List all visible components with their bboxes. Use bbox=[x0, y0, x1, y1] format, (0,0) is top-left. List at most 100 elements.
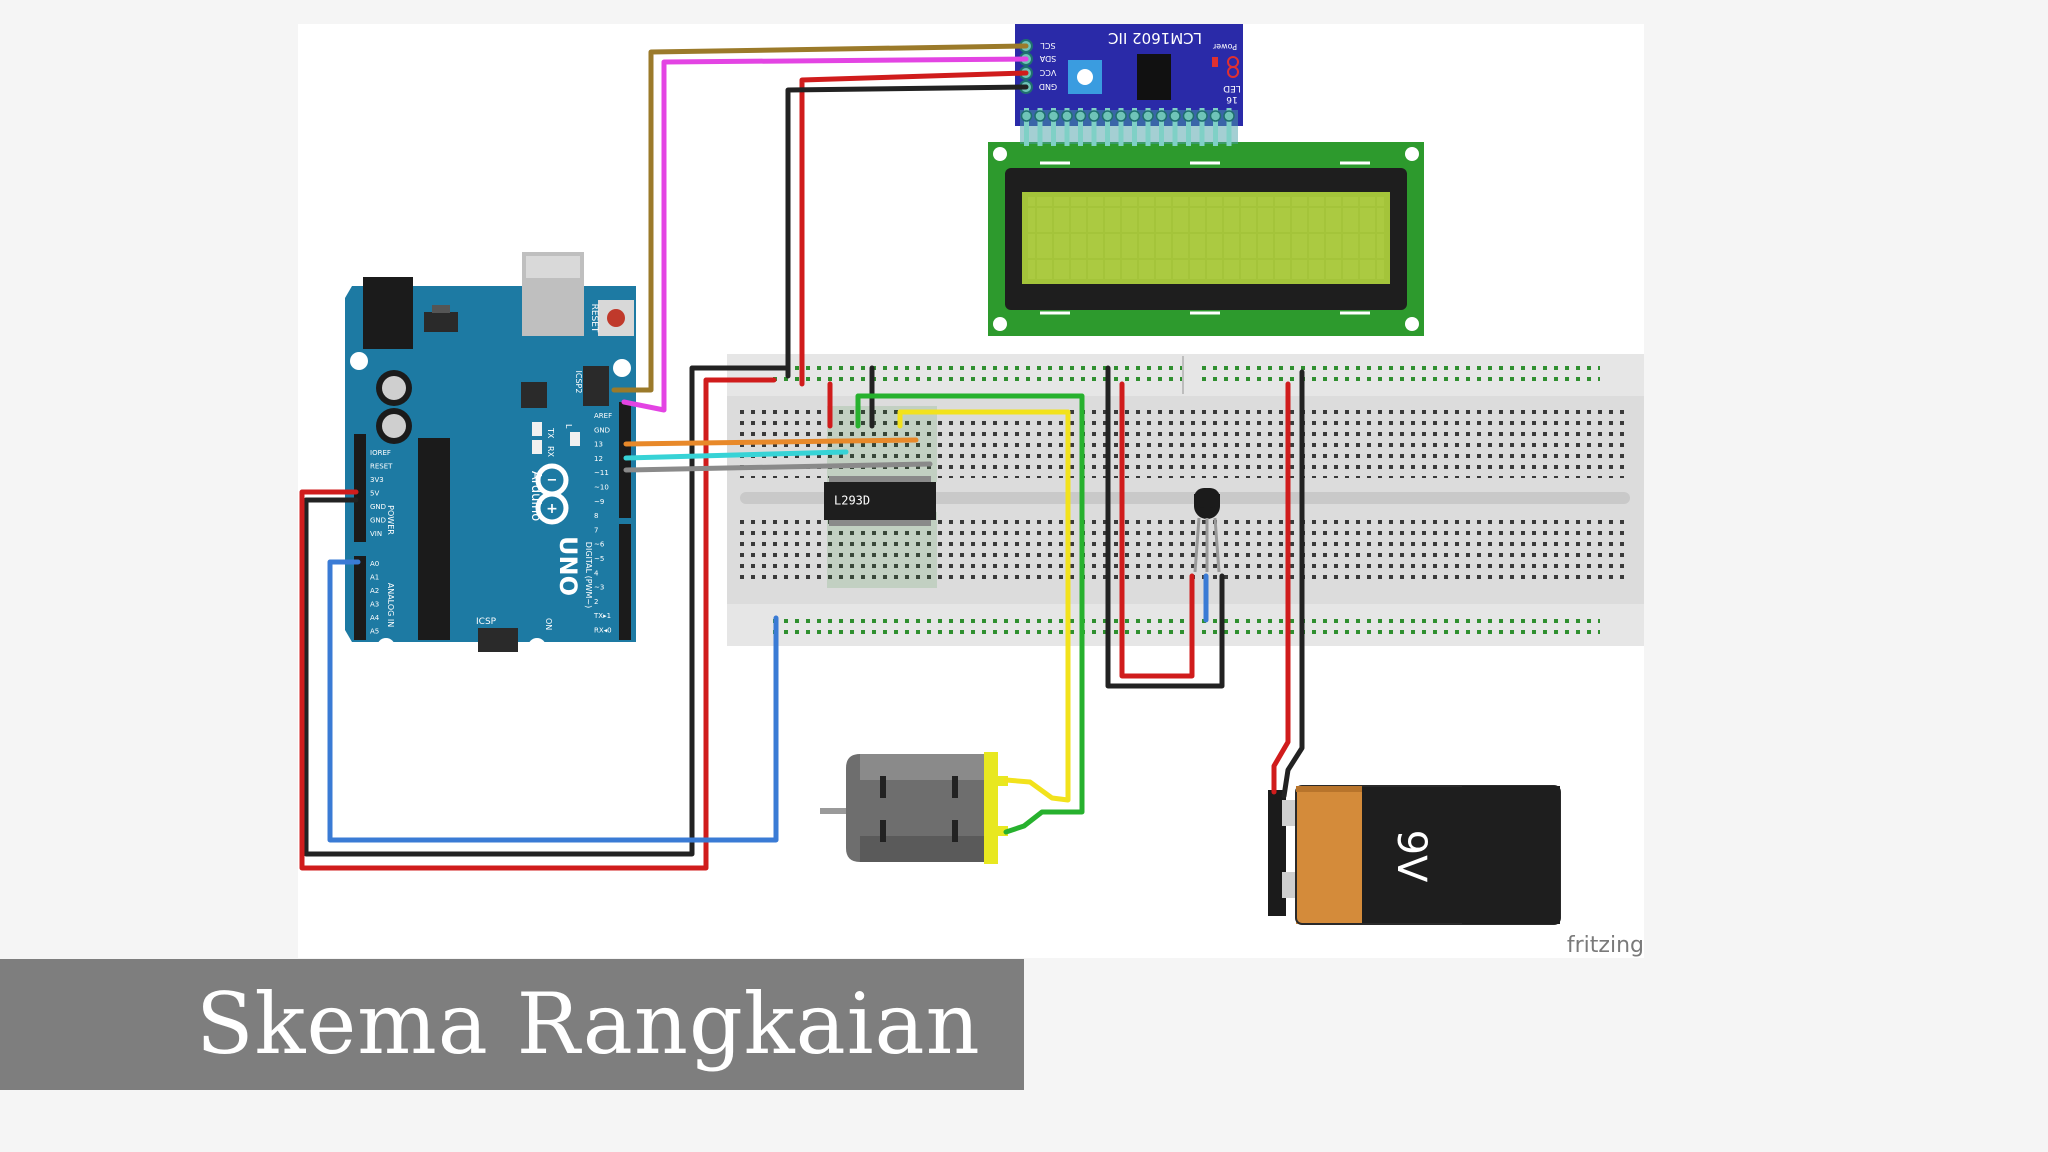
pin-label: VIN bbox=[370, 530, 382, 538]
i2c-header-pin bbox=[1078, 108, 1083, 146]
pin-label: ~11 bbox=[594, 469, 609, 477]
pin-label: RX◂0 bbox=[594, 627, 612, 635]
i2c-header-pad bbox=[1074, 110, 1087, 122]
pin-label: 5V bbox=[370, 490, 379, 498]
i2c-header-pin bbox=[1199, 108, 1205, 146]
pin-label: A5 bbox=[370, 628, 379, 636]
top-rail-holes bbox=[770, 362, 1190, 386]
svg-text:+: + bbox=[546, 501, 558, 517]
i2c-header-pin bbox=[1172, 108, 1178, 146]
pin-label: GND bbox=[370, 503, 386, 511]
icsp2-header bbox=[583, 366, 609, 406]
wire-sda bbox=[621, 56, 1029, 413]
tx-label: TX bbox=[546, 427, 555, 439]
i2c-header-pin bbox=[1145, 108, 1151, 146]
wire-5v-main bbox=[299, 377, 777, 871]
lcd-display bbox=[988, 142, 1424, 336]
i2c-header-pad bbox=[1034, 110, 1046, 122]
bottom-rail-holes-right bbox=[1200, 613, 1600, 637]
power-pin-labels: IOREF RESET 3V3 5V GND GND VIN bbox=[370, 449, 393, 538]
pin-label: ~10 bbox=[594, 484, 609, 492]
svg-text:GND: GND bbox=[1039, 82, 1057, 91]
svg-text:SDA: SDA bbox=[1039, 54, 1056, 63]
pin-label: 4 bbox=[594, 569, 599, 577]
i2c-header-pad bbox=[1101, 110, 1114, 122]
arduino-brand: Arduino bbox=[528, 471, 543, 521]
battery-9v: 9V bbox=[1268, 785, 1561, 925]
rx-label: RX bbox=[546, 446, 555, 458]
pin-label: IOREF bbox=[370, 449, 391, 457]
svg-text:VCC: VCC bbox=[1039, 68, 1056, 77]
icsp-header bbox=[478, 628, 518, 652]
wire-vcc bbox=[799, 70, 1029, 387]
wire-scl bbox=[611, 43, 1029, 393]
pin-label: 2 bbox=[594, 598, 598, 606]
i2c-header-pad bbox=[1128, 110, 1141, 122]
wire-battery-red bbox=[1271, 381, 1291, 795]
wire-sensor-red bbox=[1119, 381, 1195, 679]
pin-label: GND bbox=[370, 517, 386, 525]
slide-title: Skema Rangkaian bbox=[196, 975, 981, 1073]
i2c-chip bbox=[1137, 54, 1171, 100]
wire-a0 bbox=[327, 559, 779, 843]
pin-label: A4 bbox=[370, 614, 380, 622]
arduino-logo: − + bbox=[535, 463, 569, 525]
pin-label: A3 bbox=[370, 601, 379, 609]
pin-label: ~6 bbox=[594, 541, 605, 549]
l293d-driver: L293D bbox=[824, 476, 936, 526]
top-rail-holes-right bbox=[1200, 362, 1600, 386]
i2c-header-pad bbox=[1223, 110, 1235, 122]
arduino-model: UNO bbox=[554, 536, 582, 596]
fritzing-watermark: fritzing bbox=[1567, 933, 1644, 958]
i2c-header-pad bbox=[1061, 110, 1073, 122]
svg-text:−: − bbox=[547, 473, 558, 488]
pin-label: A2 bbox=[370, 587, 379, 595]
digital-header-bottom bbox=[619, 524, 631, 640]
i2c-header-pad bbox=[1115, 110, 1127, 122]
i2c-header-pad bbox=[1142, 110, 1154, 122]
pin-label: 13 bbox=[594, 441, 603, 449]
i2c-header-pin bbox=[1064, 108, 1070, 146]
i2c-header-pin bbox=[1091, 108, 1097, 146]
wire-motor-green bbox=[855, 393, 1085, 835]
i2c-pin-labels: SCL SDA VCC GND bbox=[1039, 41, 1057, 91]
arduino-uno: RESET ICSP2 TX RX L − + Arduino UNO ON I… bbox=[345, 252, 636, 656]
i2c-header-pad bbox=[1196, 110, 1208, 122]
pin-label: TX▸1 bbox=[593, 612, 611, 620]
i2c-header-pad bbox=[1020, 110, 1033, 122]
pin-label: GND bbox=[594, 426, 610, 434]
l-label: L bbox=[564, 424, 573, 429]
pin-label: ~5 bbox=[594, 555, 604, 563]
i2c-header-pad bbox=[1088, 110, 1100, 122]
icsp2-label: ICSP2 bbox=[574, 371, 583, 394]
wire-pin12 bbox=[623, 449, 849, 461]
lcd-i2c-module: LCM1602 IIC Power LED 16 SCL SDA VCC GND bbox=[1015, 24, 1243, 146]
digital-section-label: DIGITAL (PWM~) bbox=[584, 542, 593, 608]
pin-label: RESET bbox=[370, 463, 393, 471]
pin-label: 8 bbox=[594, 512, 598, 520]
reset-label: RESET bbox=[589, 304, 599, 333]
pin-label: ~3 bbox=[594, 584, 604, 592]
i2c-header-pad bbox=[1182, 110, 1195, 122]
svg-text:SCL: SCL bbox=[1040, 41, 1056, 50]
icsp-label: ICSP bbox=[476, 617, 497, 627]
pin-label: 12 bbox=[594, 455, 603, 463]
power-header bbox=[354, 434, 366, 542]
i2c-header-pin bbox=[1159, 108, 1164, 146]
i2c-power-label: Power bbox=[1212, 42, 1237, 51]
i2c-header-pad bbox=[1169, 110, 1181, 122]
on-label: ON bbox=[544, 618, 553, 630]
l293d-label: L293D bbox=[834, 494, 870, 508]
i2c-header-pin bbox=[1132, 108, 1137, 146]
pin-label: 3V3 bbox=[370, 476, 384, 484]
i2c-header-pin bbox=[1226, 108, 1232, 146]
wires bbox=[299, 43, 1305, 871]
wire-gnd-main bbox=[303, 365, 791, 857]
i2c-header-pin bbox=[1118, 108, 1124, 146]
i2c-header-pin bbox=[1213, 108, 1218, 146]
wire-pin13 bbox=[623, 437, 919, 447]
wire-gnd-i2c bbox=[785, 84, 1029, 379]
